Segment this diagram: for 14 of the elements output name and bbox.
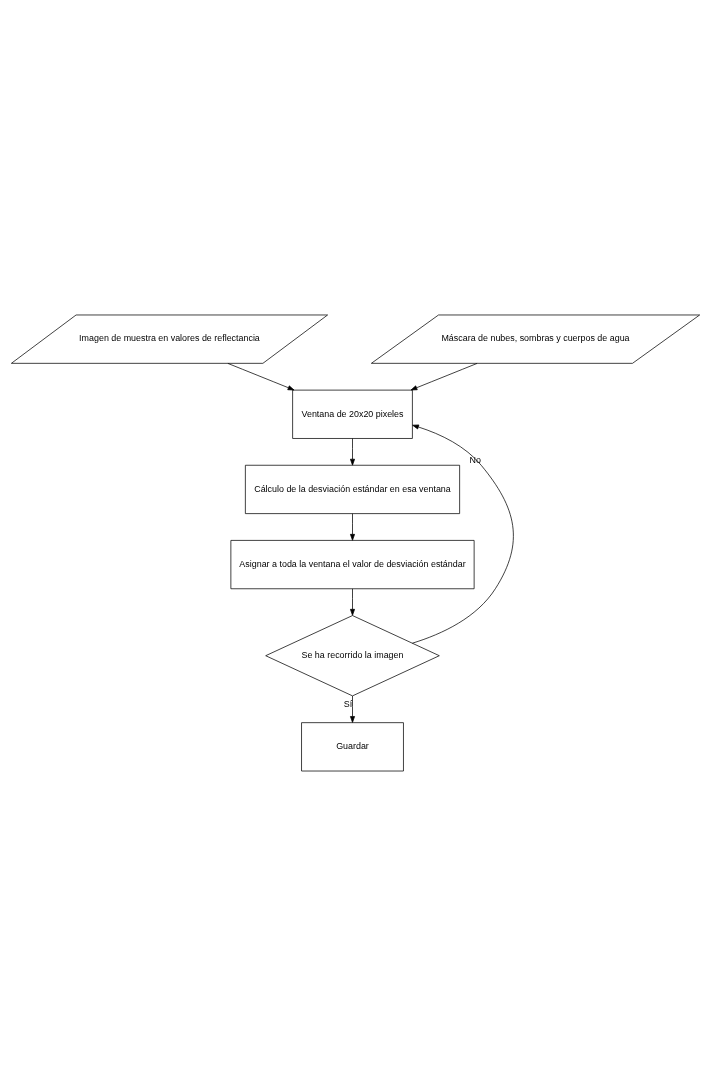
arrow: [350, 695, 355, 723]
arrow: [412, 424, 514, 644]
node-box: Asignar a toda la ventana el valor de desviación estándar: [230, 539, 475, 589]
arrow: [350, 437, 355, 465]
arrow: [350, 512, 355, 541]
node-box: Guardar: [301, 721, 404, 771]
arrow: [350, 588, 355, 616]
node-box: Cálculo de la desviación estándar en esa ventana: [245, 464, 460, 514]
arrow: [227, 362, 295, 390]
node-box: Ventana de 20x20 pixeles: [292, 389, 413, 439]
edge-label: No: [469, 454, 481, 465]
arrow: [410, 362, 478, 390]
node-diamond: Se ha recorrido la imagen: [265, 614, 440, 696]
edge-label: Sí: [343, 698, 353, 709]
